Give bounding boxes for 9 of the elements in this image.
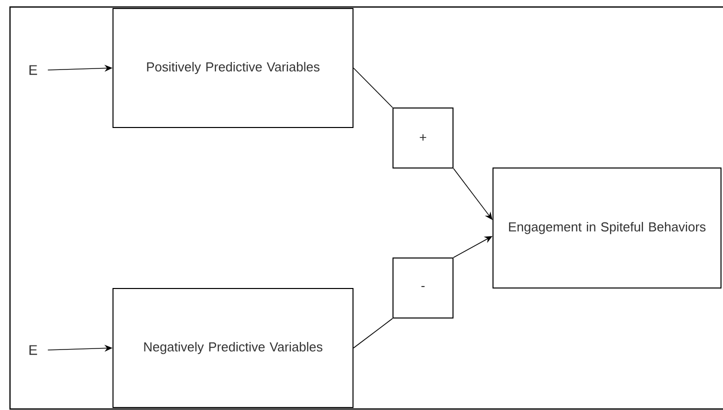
arrow bbox=[453, 236, 492, 258]
input-label: E bbox=[29, 65, 38, 75]
sign-box: - bbox=[392, 258, 454, 318]
input-label: E bbox=[29, 345, 38, 355]
process-box: Negatively Predictive Variables bbox=[112, 288, 354, 408]
arrow bbox=[453, 168, 492, 220]
process-box: Positively Predictive Variables bbox=[112, 8, 354, 128]
sign-box: + bbox=[392, 108, 454, 168]
process-box: Engagement in Spiteful Behaviors bbox=[492, 168, 722, 288]
